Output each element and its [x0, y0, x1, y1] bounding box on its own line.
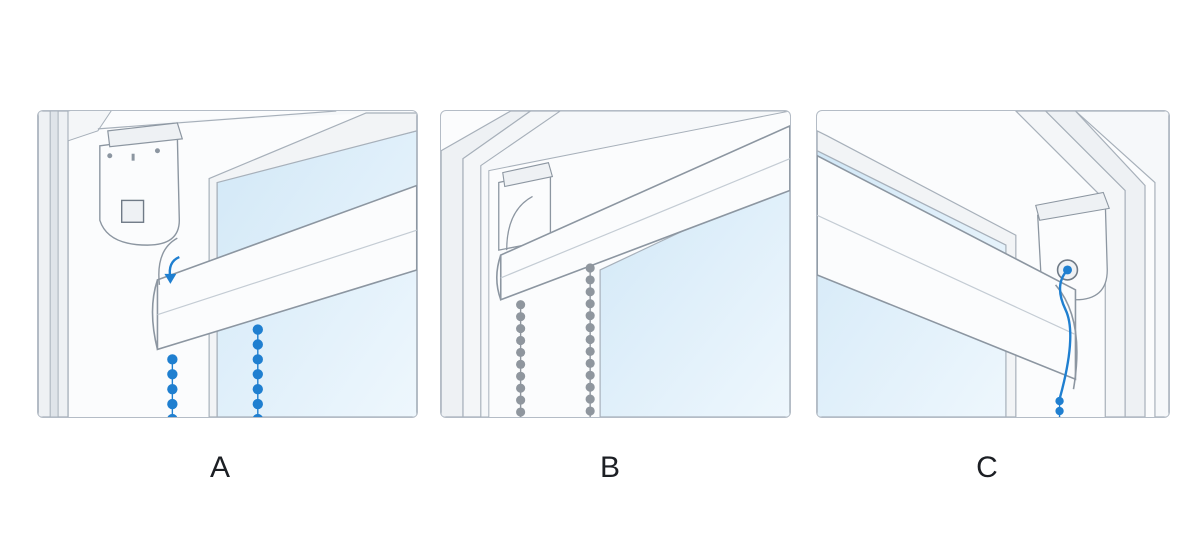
- bead-chain-icon: [167, 324, 263, 417]
- cord-icon: [1058, 269, 1072, 400]
- chain-bead: [167, 384, 178, 395]
- panel-c-diagram: [816, 110, 1170, 418]
- panel-a-illustration: [38, 111, 417, 417]
- chain-bead: [516, 324, 526, 334]
- chain-bead: [585, 323, 595, 333]
- chain-bead: [167, 354, 178, 365]
- chain-bead: [252, 339, 263, 350]
- chain-bead: [252, 369, 263, 380]
- chain-bead: [253, 413, 263, 417]
- panel-b-label: B: [599, 451, 620, 484]
- chain-bead: [1055, 396, 1064, 406]
- chain-bead: [516, 347, 526, 357]
- chain-bead: [516, 395, 526, 405]
- bead-chain-icon: [516, 263, 595, 417]
- chain-bead: [252, 324, 263, 335]
- chain-bead: [585, 311, 595, 321]
- chain-bead: [516, 312, 526, 322]
- chain-bead: [585, 394, 595, 404]
- bracket-icon: [99, 122, 184, 246]
- panel-b-diagram: [440, 110, 791, 418]
- chain-bead: [585, 334, 595, 345]
- chain-bead: [516, 371, 526, 381]
- chain-bead: [516, 383, 526, 393]
- chain-bead: [252, 398, 263, 410]
- chain-bead: [585, 406, 595, 416]
- roller-tube: [495, 124, 790, 301]
- chain-bead: [585, 287, 595, 297]
- chain-bead: [585, 299, 595, 309]
- chain-bead: [585, 370, 595, 380]
- chain-bead: [516, 300, 526, 310]
- panel-a-diagram: [37, 110, 418, 418]
- panel-c-label: C: [976, 451, 998, 484]
- chain-bead: [585, 358, 595, 368]
- chain-bead: [516, 335, 526, 346]
- chain-bead: [252, 354, 263, 365]
- chain-bead: [585, 382, 595, 392]
- rotate-arrow-icon: [164, 255, 180, 284]
- chain-bead: [1055, 406, 1064, 416]
- chain-bead: [516, 359, 526, 369]
- bracket-icon: [498, 162, 554, 251]
- bead-chain-icon: [1055, 396, 1064, 417]
- chain-bead: [585, 346, 595, 356]
- chain-bead: [167, 398, 178, 410]
- roller-tube: [151, 184, 417, 351]
- panel-a-label: A: [209, 451, 230, 484]
- chain-bead: [585, 275, 595, 285]
- chain-bead: [585, 263, 595, 273]
- panel-c-illustration: [817, 111, 1169, 417]
- panel-b-illustration: [441, 111, 790, 417]
- chain-bead: [252, 384, 263, 395]
- chain-bead: [167, 369, 178, 380]
- chain-bead: [516, 407, 526, 417]
- chain-bead: [167, 413, 178, 417]
